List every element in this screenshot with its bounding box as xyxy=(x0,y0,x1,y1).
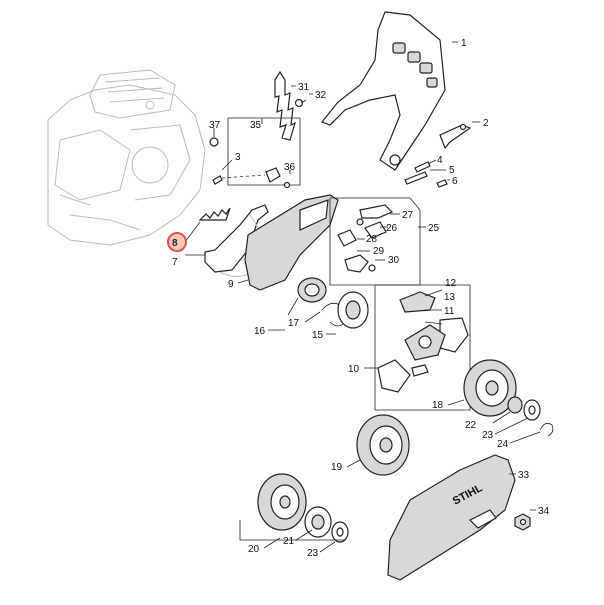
callout-label-33: 33 xyxy=(518,470,530,481)
engine-housing-ghost xyxy=(47,69,206,246)
part-22-bearing xyxy=(507,396,523,414)
part-33-sprocket-cover: STIHL xyxy=(387,454,516,581)
callout-label-4: 4 xyxy=(437,155,443,166)
part-21-rim xyxy=(304,506,332,538)
callout-label-18: 18 xyxy=(432,400,444,411)
callout-label-5: 5 xyxy=(449,165,455,176)
callout-label-11: 11 xyxy=(444,306,455,317)
callout-label-25: 25 xyxy=(428,223,440,234)
callout-label-31: 31 xyxy=(298,82,310,93)
callout-label-37: 37 xyxy=(209,120,221,131)
part-19-sprocket xyxy=(356,414,410,476)
callout-label-27: 27 xyxy=(402,210,414,221)
callout-label-32: 32 xyxy=(315,90,327,101)
callout-label-35: 35 xyxy=(250,120,262,131)
part-24-clip xyxy=(539,422,554,437)
callout-label-13: 13 xyxy=(444,292,456,303)
part-5-sleeve xyxy=(414,161,431,173)
highlight-ring xyxy=(167,232,187,252)
part-16-drum xyxy=(297,277,327,303)
callout-label-26: 26 xyxy=(386,223,398,234)
part-15-washer xyxy=(337,291,369,329)
part-32-screw xyxy=(294,98,307,108)
leader-lines xyxy=(184,41,541,553)
callout-label-34: 34 xyxy=(538,506,550,517)
callout-label-23: 23 xyxy=(482,430,494,441)
part-2-bracket xyxy=(439,123,472,150)
callout-label-9: 9 xyxy=(228,279,234,290)
callout-label-3: 3 xyxy=(235,152,241,163)
callout-label-1: 1 xyxy=(461,38,467,49)
callout-label-2: 2 xyxy=(483,118,489,129)
part-3-pin xyxy=(212,174,266,185)
callout-label-20: 20 xyxy=(248,544,260,555)
callout-label-8: 8 xyxy=(172,238,178,249)
part-23-washer-b xyxy=(331,521,349,543)
part-20-sprocket xyxy=(257,473,307,531)
part-23-washer-a xyxy=(523,399,541,421)
part-31-spike xyxy=(274,70,296,141)
callout-label-10: 10 xyxy=(348,364,360,375)
callout-label-29: 29 xyxy=(373,246,385,257)
callout-label-6: 6 xyxy=(452,176,458,187)
part-34-nut xyxy=(514,513,531,531)
group-10-box xyxy=(374,284,471,411)
callout-label-22: 22 xyxy=(465,420,477,431)
callout-label-23b: 23 xyxy=(307,548,319,559)
group-20-box xyxy=(239,520,345,541)
callout-label-30: 30 xyxy=(388,255,400,266)
callout-label-16: 16 xyxy=(254,326,266,337)
part-9-cover xyxy=(244,194,339,291)
part-6-screw xyxy=(436,179,448,188)
callout-label-12: 12 xyxy=(445,278,457,289)
part-36-clip xyxy=(265,167,291,189)
callout-label-24: 24 xyxy=(497,439,509,450)
part-18-sprocket xyxy=(463,359,517,417)
group-25-box xyxy=(329,197,421,286)
callout-label-21: 21 xyxy=(283,536,295,547)
callout-label-19: 19 xyxy=(331,462,343,473)
part-8-spring xyxy=(198,207,231,221)
part-4-pin xyxy=(404,171,428,185)
callout-label-7: 7 xyxy=(172,257,178,268)
callout-label-36: 36 xyxy=(284,162,296,173)
part-37-nut xyxy=(209,137,219,147)
group-35-box xyxy=(227,117,301,186)
callout-label-28: 28 xyxy=(366,234,378,245)
part-1-handle xyxy=(321,11,446,171)
callout-label-17: 17 xyxy=(288,318,300,329)
callout-label-15: 15 xyxy=(312,330,324,341)
